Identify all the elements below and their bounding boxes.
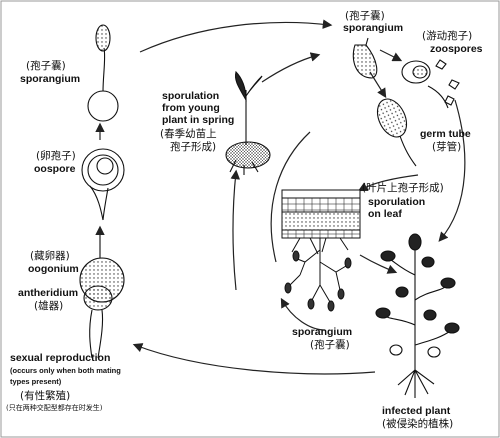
germ-tube-drawing [376,98,417,167]
sporangium-bottom-zh-label: (孢子囊) [310,339,350,351]
sexual-zh-note: (只在两种交配型都存在时发生) [6,404,103,412]
zoospores-label: zoospores [430,43,483,55]
arrow-leaf-to-plant [359,254,398,274]
infected-plant-drawing [375,233,460,398]
zoospores-drawing [401,59,460,109]
cycle-arrows [95,19,466,375]
arrow-to-leaf [357,174,419,192]
leaf-sporulation-line-1: sporulation [368,196,426,208]
young-plant-drawing [225,70,271,175]
sporangium-bottom-label: sporangium [292,326,353,338]
germ-tube-zh-label: (芽管) [432,141,462,153]
arrow-leaf-loop [270,131,311,263]
sporangium-top-zh-label: (孢子囊) [345,10,385,22]
leaf-sporulation-zh-label: (叶片上孢子形成) [362,182,444,194]
left-sporangium [87,24,119,122]
infected-plant-label: infected plant [382,405,451,417]
oospore-zh-label: (卵孢子) [36,150,76,162]
oospore-label: oospore [34,163,76,175]
infected-plant-zh-label: (被侵染的植株) [382,418,454,430]
arrow-bottom-sporangium [280,297,326,331]
sporangium-top-label: sporangium [343,22,404,34]
spring-sporulation-line-3: plant in spring [162,114,235,126]
leaf-sporulation-line-2: on leaf [368,208,402,220]
sporangium-left-label: sporangium [20,73,81,85]
spring-sporulation-zh-2: 孢子形成) [170,141,217,153]
arrow-to-infected-plant [438,99,466,242]
oogonium-label: oogonium [28,263,79,275]
sexual-zh-label: (有性繁殖) [20,390,71,402]
arrow-sporangium-to-zoospores [379,49,403,62]
arrow-to-spring-plant [230,169,241,291]
spring-sporulation-zh-1: (春季幼苗上 [160,128,217,140]
arrow-to-sexual [132,343,376,375]
spring-sporulation-line-1: sporulation [162,90,220,102]
sexual-note-line-1: (occurs only when both mating [10,366,121,375]
zoospores-zh-label: (游动孢子) [422,30,473,42]
arrow-spring-to-sporangium [261,52,321,83]
sexual-note-line-2: types present) [10,377,62,386]
sporangium-left-zh-label: (孢子囊) [26,60,66,72]
arrow-to-sporangium-top [139,19,333,53]
oogonium-zh-label: (藏卵器) [30,250,70,262]
top-sporangium-drawing [352,37,378,79]
antheridium-label: antheridium [18,287,79,299]
antheridium-zh-label: (雄器) [34,300,64,312]
oogonium-drawing [79,257,125,359]
oospore-drawing [81,148,125,221]
sporangiophore-drawing [284,238,352,312]
germ-tube-label: germ tube [420,128,471,140]
sexual-reproduction-label: sexual reproduction [10,352,111,364]
spring-sporulation-line-2: from young [162,102,220,114]
leaf-section-drawing [281,189,361,255]
